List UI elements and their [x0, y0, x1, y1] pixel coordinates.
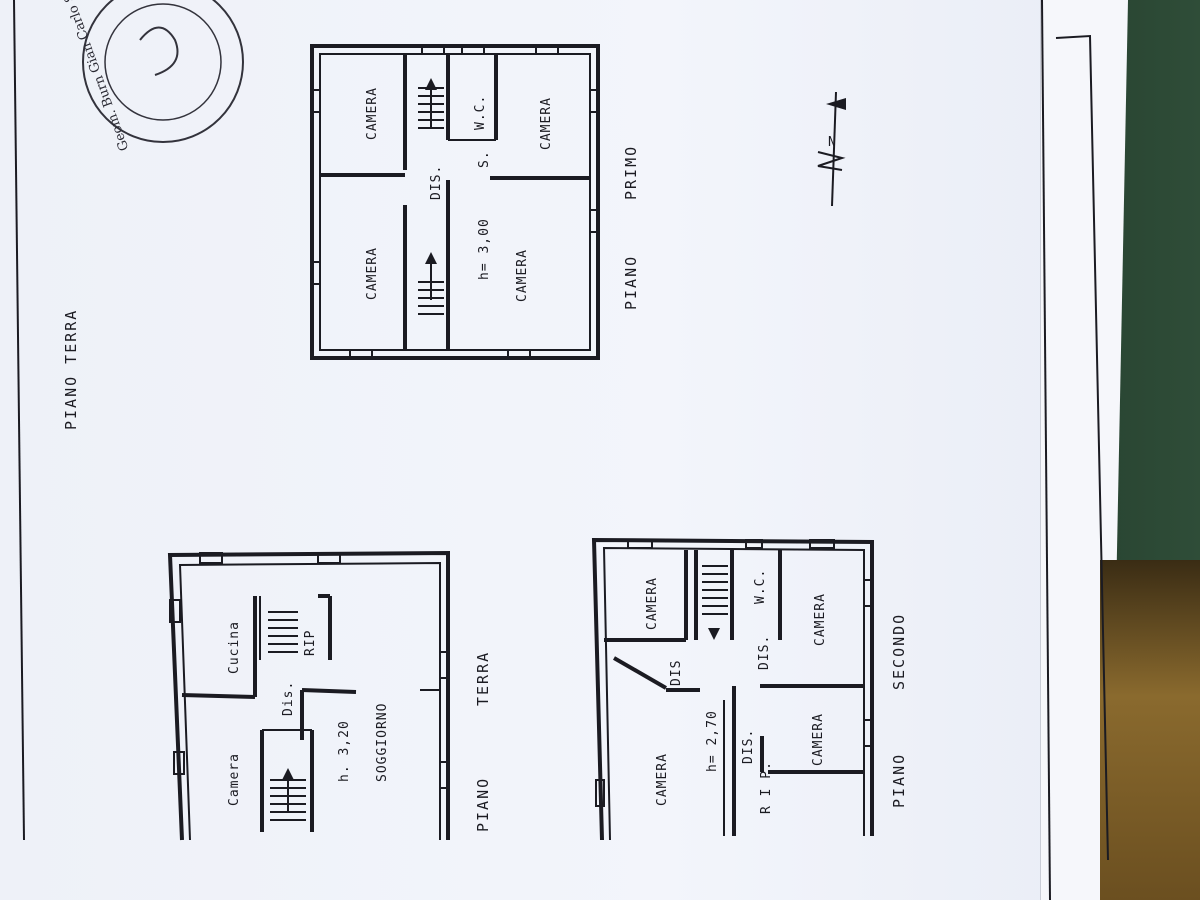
terra-soggiorno: SOGGIORNO [375, 703, 390, 782]
secondo-title-1: PIANO [890, 753, 908, 808]
sheet-border-line [13, 0, 25, 841]
secondo-camera-mid: CAMERA [811, 713, 826, 766]
plan-piano-secondo [591, 537, 874, 841]
north-label: N [828, 135, 837, 150]
primo-title-2: PRIMO [622, 145, 640, 200]
terra-cucina: Cucina [227, 621, 242, 674]
secondo-camera-right: CAMERA [813, 593, 828, 646]
secondo-dis-3: DIS. [741, 729, 756, 764]
primo-camera-tl: CAMERA [365, 87, 380, 140]
secondo-rip: R I P. [759, 761, 774, 814]
terra-rip: RIP [303, 630, 318, 656]
secondo-title-2: SECONDO [890, 613, 908, 690]
terra-footer-2: TERRA [474, 651, 492, 706]
primo-camera-br: CAMERA [515, 249, 530, 302]
primo-title-1: PIANO [622, 255, 640, 310]
secondo-wc: W.C. [753, 569, 768, 604]
plan-piano-primo [310, 44, 600, 360]
floor-plan-sheet [0, 0, 1110, 900]
terra-camera: Camera [227, 753, 242, 806]
secondo-dis-2: DIS. [757, 635, 772, 670]
sheet-inner-frame [1055, 34, 1109, 861]
plan-piano-terra [167, 550, 450, 841]
primo-s: S. [477, 150, 492, 168]
primo-height: h= 3,00 [477, 218, 492, 280]
terra-dis: Dis. [281, 681, 296, 716]
primo-wc: W.C. [473, 95, 488, 130]
secondo-camera-left: CAMERA [655, 753, 670, 806]
primo-camera-tr: CAMERA [539, 97, 554, 150]
primo-dis: DIS. [429, 165, 444, 200]
sheet-margin-line [1041, 0, 1051, 900]
page-title: PIANO TERRA [62, 309, 80, 430]
primo-camera-bl: CAMERA [365, 247, 380, 300]
surveyor-stamp: Geom. Burn Gian Carlo Spinello [46, 0, 244, 153]
terra-height: h. 3,20 [337, 720, 352, 782]
north-arrow-icon: N [817, 91, 846, 207]
terra-footer-1: PIANO [474, 777, 492, 832]
secondo-height: h= 2,70 [705, 710, 720, 772]
secondo-dis-1: DIS [669, 660, 684, 686]
table-surface [1100, 560, 1200, 900]
secondo-camera-top: CAMERA [645, 577, 660, 630]
